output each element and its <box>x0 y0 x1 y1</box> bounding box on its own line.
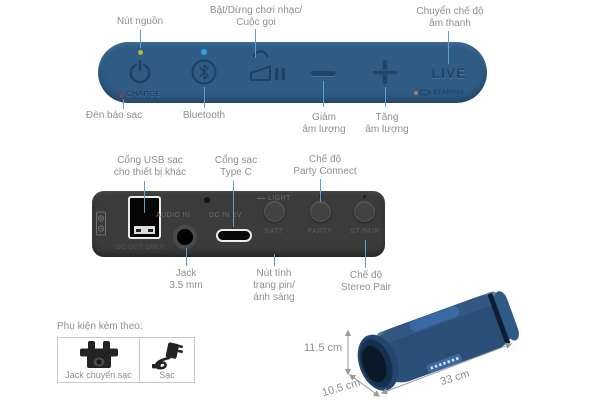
battery-icon <box>420 89 431 96</box>
charger-icon <box>152 342 183 370</box>
accessory-cell-charger: Sạc <box>140 338 194 382</box>
stamina-led <box>414 90 418 95</box>
depth-arrow <box>348 374 381 397</box>
phone-handset-icon <box>252 50 269 58</box>
batt-button-label: BATT <box>264 228 284 235</box>
stereo-pair-led <box>362 195 366 198</box>
audio-in-label: AUDIO IN <box>156 212 191 219</box>
st-pair-button-label: ST PAIR <box>350 228 380 235</box>
speaker-io-panel: DC OUT ONLY AUDIO IN DC IN 5V LIGHT BATT… <box>92 191 385 257</box>
accessories-heading: Phụ kiện kèm theo: <box>57 321 143 332</box>
live-label: LIVE <box>431 65 467 81</box>
callout-type-c: Cổng sạc Type C <box>214 155 258 178</box>
usb-c-port <box>216 229 252 242</box>
width-arrow <box>380 342 513 395</box>
bluetooth-led <box>201 49 207 55</box>
leader-power <box>140 30 141 48</box>
volume-down-icon <box>311 71 336 76</box>
usb-a-slot <box>136 229 141 232</box>
accessory-label: Sạc <box>159 370 175 380</box>
light-dash <box>257 198 265 199</box>
battery-diagram-icon <box>96 211 106 236</box>
callout-stereo-pair: Chế độ Stereo Pair <box>340 270 392 293</box>
accessory-label: Jack chuyển sạc <box>65 370 132 380</box>
callout-play-pause: Bật/Dừng chơi nhạc/ Cuộc gọi <box>209 5 303 28</box>
speaker-top-panel: CHARGE LIVE STAMINA <box>98 42 487 103</box>
party-button-label: PARTY <box>307 228 333 235</box>
stereo-pair-button <box>353 201 375 222</box>
speaker-end-ring <box>487 292 511 345</box>
stamina-row: STAMINA <box>414 89 464 96</box>
pause-bar <box>275 68 279 80</box>
leader-volume-down <box>323 81 324 107</box>
leader-batt-light <box>274 254 275 266</box>
speaker-front-driver <box>362 345 387 383</box>
audio-jack-port <box>173 225 197 249</box>
callout-power-button: Nút nguồn <box>116 16 164 27</box>
speaker-body-group <box>357 291 519 391</box>
height-dimension: 11.5 cm <box>304 342 342 354</box>
leader-stereo-pair <box>365 240 366 268</box>
callout-volume-up: Tăng âm lượng <box>365 112 409 135</box>
depth-dimension: 10.5 cm <box>321 377 362 399</box>
callout-usb-out: Cổng USB sạc cho thiết bị khác <box>113 155 187 178</box>
leader-party-connect <box>320 179 321 202</box>
callout-party-connect: Chế độ Party Connect <box>293 154 357 177</box>
play-icon <box>250 65 271 81</box>
callout-bluetooth: Bluetooth <box>182 110 226 121</box>
speaker-button-strip <box>409 306 460 332</box>
charge-label: CHARGE <box>126 89 161 98</box>
usb-a-slot <box>148 229 153 232</box>
leader-usb-out <box>144 181 145 213</box>
power-icon <box>129 59 151 84</box>
callout-jack: Jack 3.5 mm <box>169 268 203 291</box>
light-label: LIGHT <box>268 194 291 202</box>
leader-volume-up <box>385 87 386 107</box>
speaker-photo: 11.5 cm 10.5 cm 33 cm <box>304 291 519 399</box>
callout-batt-light: Nút tình trạng pin/ ánh sáng <box>253 268 295 303</box>
leader-jack <box>186 248 187 266</box>
width-dimension: 33 cm <box>439 368 471 388</box>
volume-up-icon <box>373 60 397 84</box>
callout-sound-mode: Chuyển chế độ âm thanh <box>416 6 484 29</box>
dc-out-label: DC OUT ONLY <box>116 244 165 251</box>
stamina-label: STAMINA <box>433 89 465 96</box>
plug-adapter-icon <box>79 341 118 368</box>
speaker-end-cap <box>494 291 519 341</box>
power-led <box>137 50 143 55</box>
accessory-cell-adapter: Jack chuyển sạc <box>58 338 140 382</box>
leader-play <box>255 29 256 58</box>
dc-in-label: DC IN 5V <box>209 212 242 219</box>
accessories-table: Jack chuyển sạc Sạc <box>57 337 195 383</box>
charge-led <box>120 93 123 98</box>
leader-sound-mode <box>448 31 449 64</box>
play-pause-call-icon <box>250 50 286 81</box>
usb-a-tongue <box>134 226 155 234</box>
pause-bar <box>281 68 286 80</box>
callout-charge-led: Đèn báo sạc <box>85 110 143 121</box>
leader-bluetooth <box>204 87 205 108</box>
party-connect-button <box>309 201 331 222</box>
bluetooth-icon <box>191 59 217 85</box>
leader-charge-led <box>123 99 124 109</box>
leader-type-c <box>233 181 234 227</box>
callout-volume-down: Giảm âm lượng <box>302 112 346 135</box>
battery-status-button <box>263 201 285 222</box>
reset-hole <box>204 197 210 203</box>
